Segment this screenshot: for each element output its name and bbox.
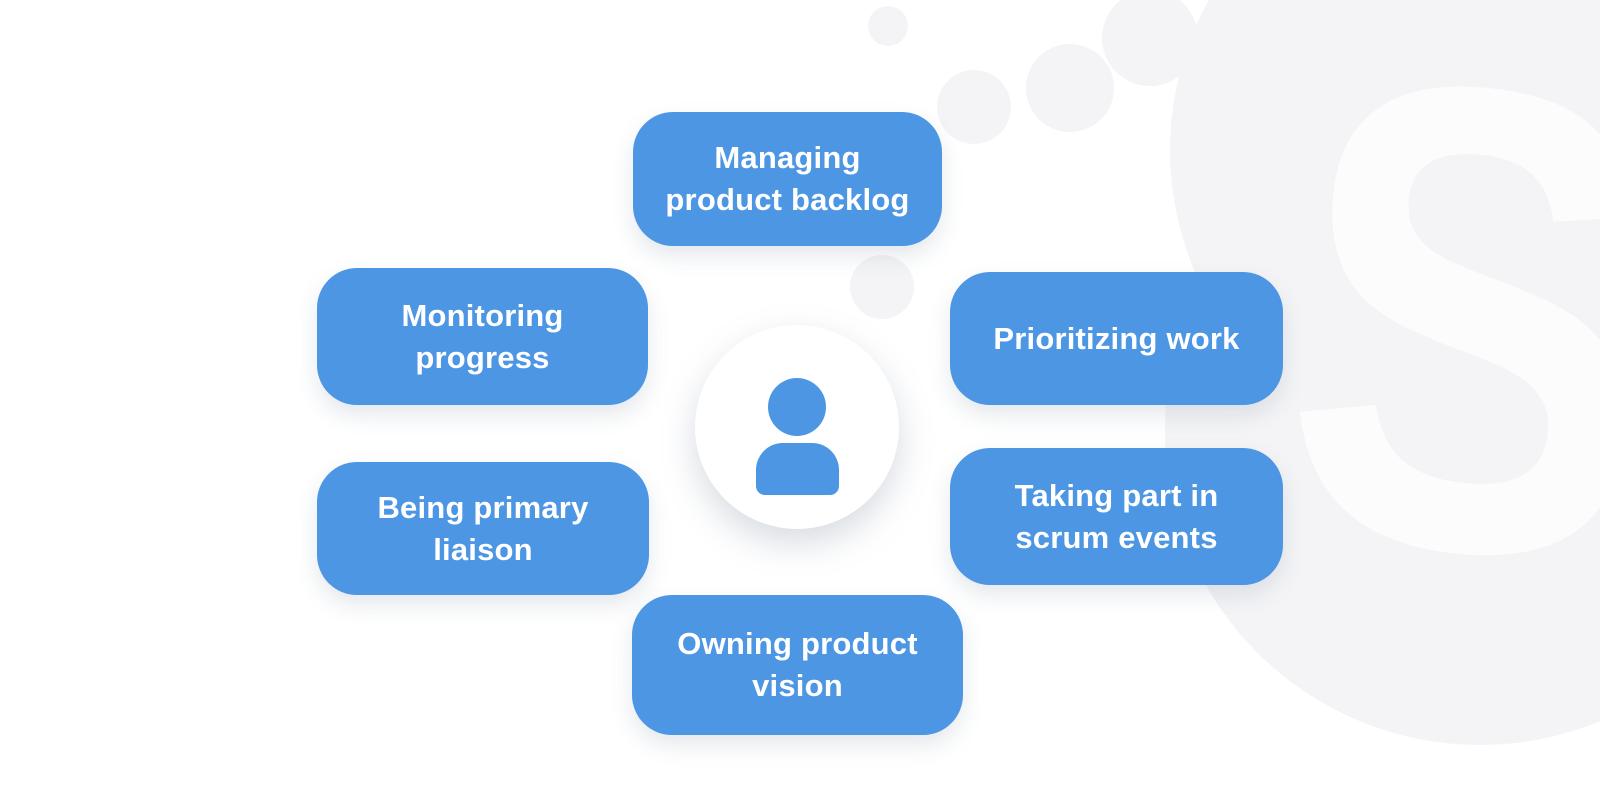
role-box-label: Prioritizing work [993,320,1240,356]
role-box-monitoring-progress: Monitoring progress [317,268,648,405]
person-icon [768,378,826,436]
watermark-dot [850,255,914,319]
role-box-owning-product-vision: Owning product vision [632,595,963,735]
watermark-dot [937,70,1011,144]
role-box-taking-part-scrum-events: Taking part in scrum events [950,448,1283,585]
role-box-managing-product-backlog: Managing product backlog [633,112,942,246]
watermark-s-letter: S [1266,0,1600,706]
center-person-circle [695,325,899,529]
watermark-dot [1026,44,1114,132]
role-box-prioritizing-work: Prioritizing work [950,272,1283,405]
person-icon-body [756,443,839,495]
role-box-label: Managing product backlog [665,140,910,217]
role-box-label: Being primary liaison [377,489,589,567]
watermark-dot [868,6,908,46]
role-box-label: Monitoring progress [401,297,564,375]
role-box-label: Owning product vision [677,626,918,703]
role-box-being-primary-liaison: Being primary liaison [317,462,649,595]
role-box-label: Taking part in scrum events [1014,477,1219,555]
